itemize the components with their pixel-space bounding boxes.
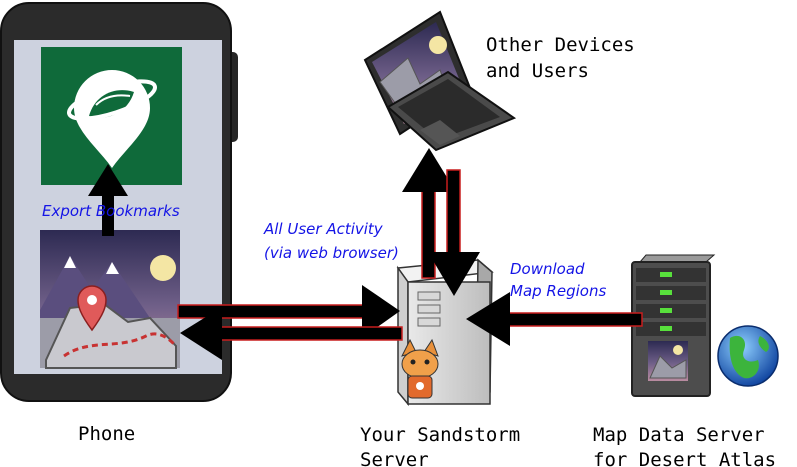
user-activity-label: All User Activity (via web browser) (263, 220, 399, 262)
phone-label: Phone (78, 423, 135, 445)
sandstorm-cat-mascot (401, 338, 439, 399)
export-bookmarks-label: Export Bookmarks (42, 202, 180, 220)
download-line-1: Download (510, 260, 585, 278)
globe-icon (717, 325, 779, 387)
other-devices-line-2: and Users (486, 60, 589, 82)
sandstorm-line-1: Your Sandstorm (360, 424, 520, 446)
user-activity-line-2: (via web browser) (264, 244, 399, 262)
map-server-line-1: Map Data Server (593, 424, 765, 446)
other-devices-label: Other Devices and Users (486, 34, 646, 82)
bookmarks-app-icon (41, 47, 182, 185)
map-data-server (631, 254, 716, 397)
download-line-2: Map Regions (510, 282, 606, 300)
arrow-laptop-to-sandstorm (428, 169, 480, 296)
map-data-server-label: Map Data Server for Desert Atlas (593, 424, 776, 467)
arrow-sandstorm-to-phone (180, 307, 403, 360)
arrow-export-bookmarks (88, 164, 128, 236)
arrow-phone-to-sandstorm (177, 285, 400, 338)
map-server-line-2: for Desert Atlas (593, 449, 776, 467)
sandstorm-line-2: Server (360, 449, 429, 467)
other-devices-line-1: Other Devices (486, 34, 635, 56)
download-map-regions-label: Download Map Regions (510, 260, 606, 300)
sandstorm-server-label: Your Sandstorm Server (360, 424, 532, 467)
desert-atlas-map-image (40, 230, 180, 369)
laptop-device (363, 10, 517, 152)
arrow-map-server-to-sandstorm (466, 292, 643, 346)
user-activity-line-1: All User Activity (263, 220, 384, 238)
